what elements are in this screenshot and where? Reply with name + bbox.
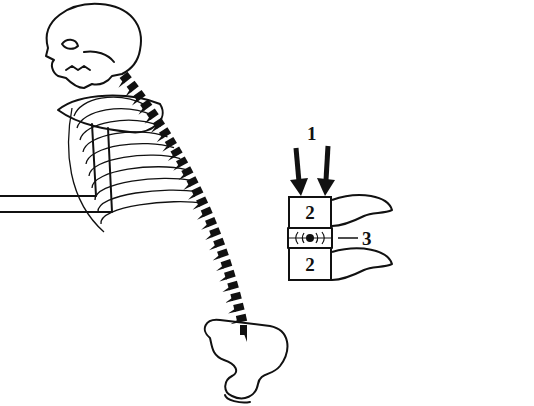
vertebra [240, 325, 247, 342]
rib [101, 202, 203, 224]
callout-number: 1 [307, 124, 317, 143]
spinous-process [204, 234, 213, 240]
leader-line [338, 237, 358, 239]
vertebra [175, 166, 193, 180]
spinous-process [117, 80, 125, 87]
spinous-process [196, 214, 205, 220]
vertebral-body: 2 [288, 196, 332, 229]
vertebra-body [240, 325, 247, 335]
rib [86, 144, 174, 164]
rib [83, 132, 168, 152]
spinous-process [130, 98, 138, 105]
vertebra [210, 248, 228, 260]
intervertebral-disc [288, 228, 332, 248]
spinous-process [208, 245, 217, 251]
spinous-process [332, 195, 392, 226]
vertebra-body [159, 127, 171, 138]
spinous-process [230, 320, 238, 325]
spinous-process [143, 117, 151, 124]
vertebra-body [134, 90, 146, 102]
vertebra-body [140, 99, 152, 110]
vertebra [226, 303, 244, 314]
vertebra [164, 147, 182, 162]
skull [46, 4, 141, 88]
eye-socket [62, 40, 78, 49]
spinous-process [123, 89, 131, 96]
spinous-process [137, 108, 145, 115]
vertebra [214, 259, 232, 271]
rib [74, 97, 147, 116]
rib [89, 155, 180, 176]
teeth [66, 66, 90, 70]
force-arrow [326, 146, 328, 180]
vertebra-body [127, 81, 139, 93]
spinous-process [177, 174, 185, 180]
vertebral-body: 2 [288, 247, 332, 281]
vertebra [194, 207, 212, 220]
vertebra-body [147, 108, 159, 119]
vertebra [229, 314, 247, 325]
spinous-process [225, 298, 233, 303]
spinous-process [244, 334, 247, 342]
callout-number: 2 [305, 255, 315, 274]
vertebra-body [120, 72, 132, 84]
vertebra [180, 176, 198, 190]
spinous-process [332, 248, 392, 280]
spinous-process [222, 287, 231, 292]
spinous-process [149, 126, 157, 133]
vertebra [203, 227, 221, 240]
vertebra [199, 217, 217, 230]
vertebra [190, 196, 208, 209]
rib-cage-front [69, 108, 104, 232]
spinous-process [219, 276, 228, 281]
spinous-process [155, 136, 163, 143]
spinous-process [200, 224, 209, 230]
pelvis [225, 395, 250, 403]
arm-outline [0, 124, 96, 196]
vertebra [224, 292, 242, 303]
spinous-process [187, 194, 196, 200]
spinous-process [161, 145, 169, 152]
spine [114, 72, 247, 342]
vertebra [170, 156, 188, 170]
vertebra [221, 281, 239, 292]
spinous-process [227, 309, 235, 314]
spinous-process [172, 164, 180, 170]
cheekbone [84, 51, 114, 62]
callout-number: 2 [305, 203, 315, 222]
arrow-head [317, 178, 335, 196]
rib [95, 178, 192, 200]
force-arrow [296, 148, 299, 182]
vertebra-body [153, 118, 165, 129]
rib [98, 190, 198, 212]
nucleus-pulposus [306, 234, 314, 242]
shoulder-blade [58, 96, 163, 133]
pelvis [205, 320, 288, 399]
spinous-process [166, 154, 174, 161]
vertebra [217, 270, 235, 282]
callout-number: 3 [362, 229, 372, 248]
rib [92, 167, 186, 188]
spinous-process [215, 266, 224, 271]
spinous-process [191, 204, 200, 210]
spinous-process [212, 255, 221, 260]
rib [80, 120, 161, 140]
vertebra [185, 186, 203, 200]
vertebra [207, 238, 225, 250]
annulus-fibrosus [296, 232, 325, 244]
rib-cage [69, 97, 203, 232]
arrow-head [290, 178, 308, 196]
spinous-process [182, 184, 190, 190]
